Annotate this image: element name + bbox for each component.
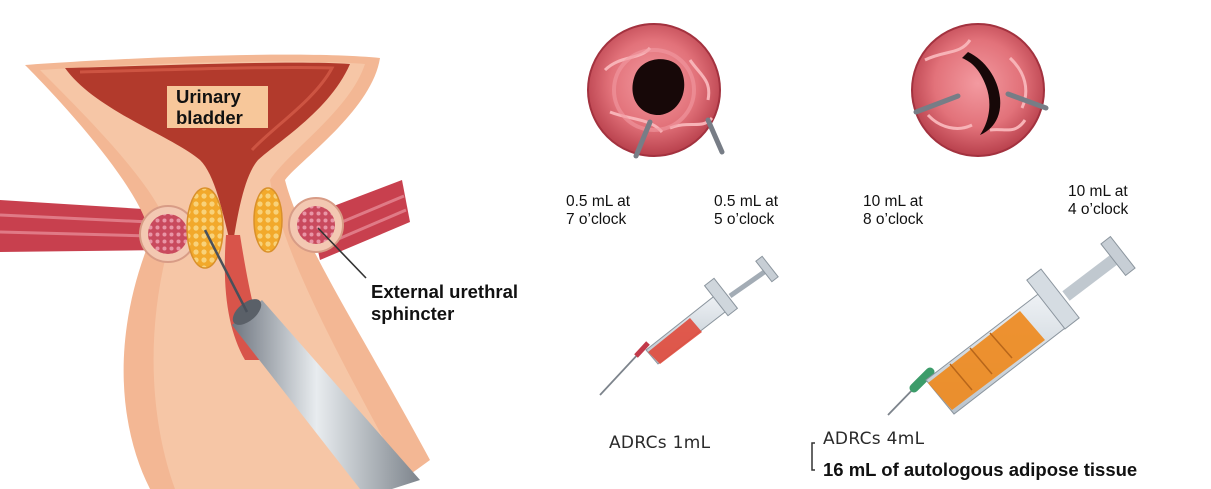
- endoscopic-view-1: [588, 24, 722, 156]
- sphincter-label-line1: External urethral: [371, 281, 518, 303]
- view-label-5oclock: 0.5 mL at 5 o’clock: [714, 193, 778, 229]
- dose-4oclock: 10 mL at: [1068, 183, 1128, 201]
- sphincter-label-line2: sphincter: [371, 303, 518, 325]
- dose-8oclock: 10 mL at: [863, 193, 923, 211]
- view-label-8oclock: 10 mL at 8 o’clock: [863, 193, 923, 229]
- label-bracket: [812, 443, 815, 470]
- adipose-tissue-label: 16 mL of autologous adipose tissue: [823, 459, 1137, 481]
- endoscopic-view-2: [912, 24, 1046, 156]
- view-label-4oclock: 10 mL at 4 o’clock: [1068, 183, 1128, 219]
- dose-5oclock: 0.5 mL at: [714, 193, 778, 211]
- position-4oclock: 4 o’clock: [1068, 201, 1128, 219]
- position-5oclock: 5 o’clock: [714, 211, 778, 229]
- syringe-4ml-fill: [928, 311, 1045, 410]
- syringe-1ml-label: ADRCs 1mL: [609, 434, 710, 454]
- syringe-1ml-fill: [648, 318, 702, 364]
- syringe-4ml: [888, 237, 1135, 415]
- needle-5oclock: [708, 120, 722, 152]
- bladder-label-line2: bladder: [176, 107, 243, 128]
- view-label-7oclock: 0.5 mL at 7 o’clock: [566, 193, 630, 229]
- position-7oclock: 7 o’clock: [566, 211, 630, 229]
- injected-adipose-right: [254, 188, 282, 252]
- position-8oclock: 8 o’clock: [863, 211, 923, 229]
- sphincter-label: External urethral sphincter: [371, 281, 518, 325]
- syringe-1ml: [600, 256, 778, 395]
- syringe-1ml-needle: [600, 352, 640, 395]
- bladder-label-line1: Urinary: [176, 86, 243, 107]
- dose-7oclock: 0.5 mL at: [566, 193, 630, 211]
- syringe-4ml-label: ADRCs 4mL: [823, 430, 924, 450]
- bladder-label: Urinary bladder: [176, 86, 243, 128]
